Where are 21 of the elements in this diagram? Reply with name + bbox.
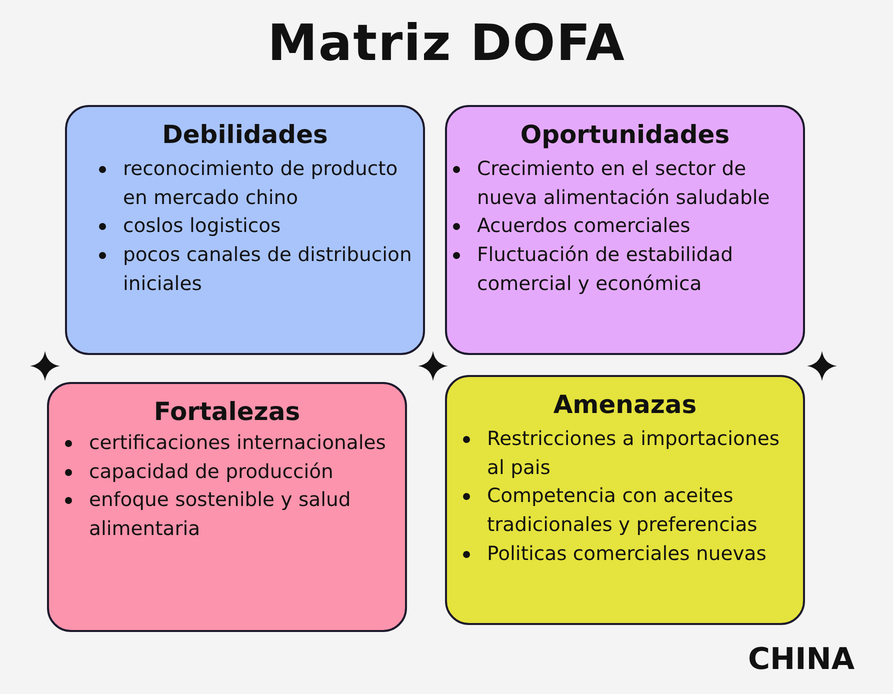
list-item: pocos canales de distribucion iniciales	[123, 243, 412, 295]
list-item: Politicas comerciales nuevas	[487, 542, 766, 565]
quadrant-heading: Oportunidades	[519, 119, 731, 151]
quadrant-card	[445, 105, 805, 355]
quadrant-card	[445, 375, 805, 625]
list-item: Restricciones a importaciones al pais	[487, 427, 780, 479]
list-item: enfoque sostenible y salud alimentaria	[89, 488, 351, 540]
list-item: coslos logisticos	[123, 214, 281, 238]
quadrant-heading: Debilidades	[161, 119, 329, 151]
list-item: certificaciones internacionales	[89, 431, 386, 454]
list-item: Crecimiento en el sector de nueva alimentación saludable	[477, 157, 770, 209]
list-item: Acuerdos comerciales	[477, 214, 690, 238]
list-item: Competencia con aceites tradicionales y preferencias	[487, 484, 758, 536]
quadrant-card	[65, 105, 425, 355]
quadrant-card	[47, 382, 407, 632]
title: Matriz DOFA	[266, 14, 626, 72]
list-item: Fluctuación de estabilidad comercial y económica	[477, 243, 733, 295]
country-label: CHINA	[748, 642, 855, 677]
quadrant-heading: Amenazas	[552, 389, 698, 421]
quadrant-heading: Fortalezas	[152, 396, 302, 428]
list-item: capacidad de producción	[89, 460, 334, 483]
